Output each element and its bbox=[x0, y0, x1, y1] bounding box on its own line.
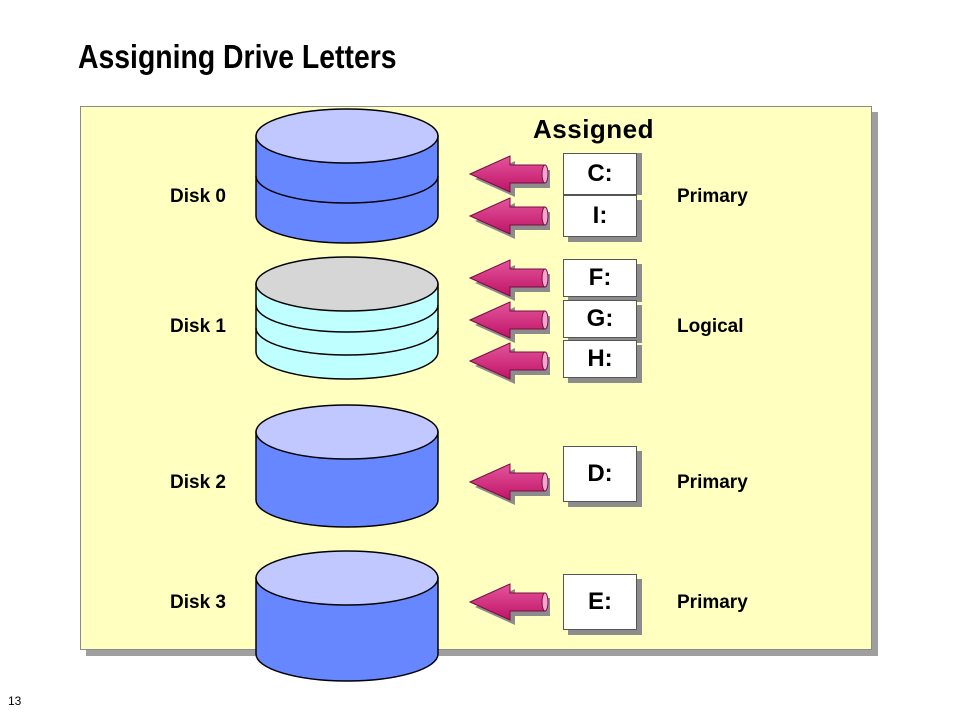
disk-2-label: Disk 2 bbox=[170, 472, 226, 493]
disk-3-type: Primary bbox=[677, 592, 748, 613]
arrow-h-end-cap bbox=[541, 351, 549, 371]
disk-1-label: Disk 1 bbox=[170, 316, 226, 337]
disk-0-label: Disk 0 bbox=[170, 186, 226, 207]
drive-letter-e: E: bbox=[563, 574, 637, 630]
page-number: 13 bbox=[8, 694, 22, 708]
disk-2-type: Primary bbox=[677, 472, 748, 493]
drive-letter-i: I: bbox=[563, 195, 637, 237]
arrow-i-end-cap bbox=[541, 206, 549, 226]
slide-title: Assigning Drive Letters bbox=[78, 38, 397, 75]
drive-letter-g: G: bbox=[563, 300, 637, 338]
drive-letter-f: F: bbox=[563, 259, 637, 297]
arrow-g-end-cap bbox=[541, 310, 549, 330]
disk-3-label: Disk 3 bbox=[170, 592, 226, 613]
arrow-c-end-cap bbox=[541, 164, 549, 184]
assigned-heading: Assigned bbox=[533, 114, 655, 144]
arrow-f-end-cap bbox=[541, 268, 549, 288]
drive-letter-c: C: bbox=[563, 153, 637, 195]
arrow-d-end-cap bbox=[541, 472, 549, 492]
drive-letter-d: D: bbox=[563, 446, 637, 502]
drive-letter-h: H: bbox=[563, 340, 637, 378]
diagram-panel bbox=[80, 106, 872, 650]
disk-1-cylinder-icon bbox=[255, 256, 439, 380]
disk-0-cylinder-icon bbox=[255, 108, 439, 244]
disk-0-type: Primary bbox=[677, 186, 748, 207]
arrow-e-end-cap bbox=[541, 592, 549, 612]
disk-3-cylinder-icon bbox=[255, 550, 439, 682]
disk-1-type: Logical bbox=[677, 316, 744, 337]
disk-2-cylinder-icon bbox=[255, 404, 439, 528]
